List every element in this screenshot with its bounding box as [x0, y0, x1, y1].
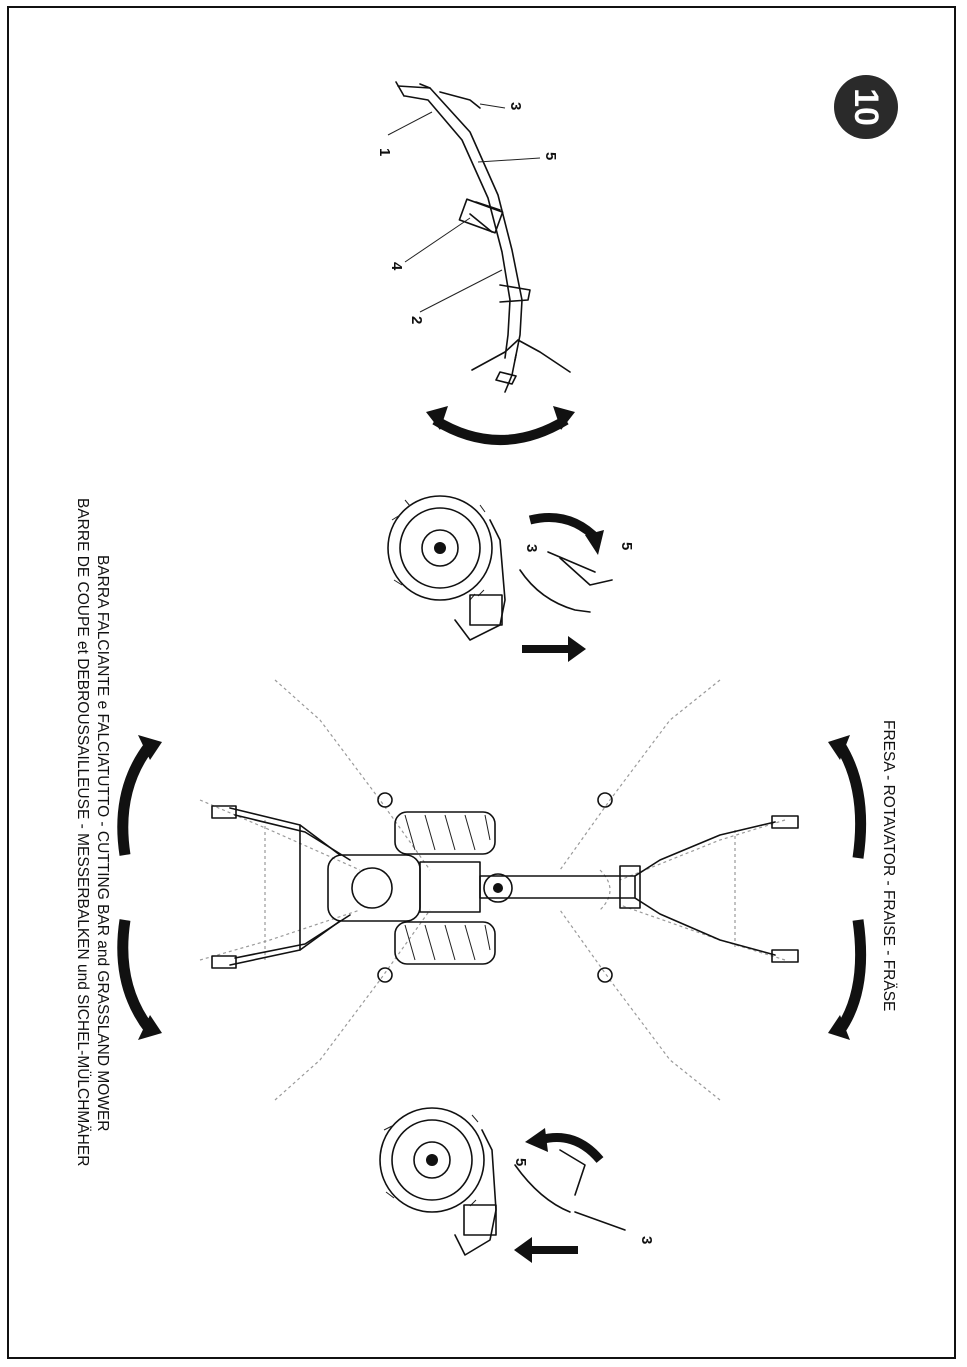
- push-arrow-bottom: [514, 1237, 578, 1263]
- detail-bottom-callout-3: 3: [638, 1236, 655, 1244]
- detail-top-callout-3: 3: [523, 544, 540, 552]
- callout-2: 2: [408, 316, 425, 324]
- callout-5: 5: [542, 152, 559, 160]
- wheel-detail-top: [387, 495, 613, 641]
- figure-number: 10: [847, 88, 885, 126]
- rotation-arrow-detail-bottom: [525, 1128, 604, 1163]
- push-arrow-top: [522, 636, 586, 662]
- rotation-arrow-top: [426, 406, 575, 445]
- tiller-top-view: [199, 679, 799, 1101]
- wheel-detail-bottom: [379, 1107, 626, 1256]
- detail-bottom-callout-5: 5: [512, 1158, 529, 1166]
- callout-1: 1: [376, 148, 393, 156]
- handlebar-assembly: 1 2 3 4 5: [376, 81, 571, 393]
- caption-rotavator: FRESA - ROTAVATOR - FRAISE - FRÄSE: [880, 720, 897, 1011]
- callout-4: 4: [388, 262, 405, 271]
- page-frame: [7, 6, 956, 1359]
- callout-3: 3: [507, 102, 524, 110]
- caption-cutting-bar: BARRA FALCIANTE e FALCIATUTTO - CUTTING …: [94, 555, 111, 1131]
- figure-number-badge: 10: [834, 75, 898, 139]
- swing-arrows-right: [828, 735, 867, 1040]
- caption-barre-de-coupe: BARRE DE COUPE et DEBROUSSAILLEUSE - MES…: [74, 498, 92, 1166]
- rotation-arrow-detail-top: [528, 513, 604, 555]
- swing-arrows-left: [117, 735, 162, 1040]
- detail-top-callout-5: 5: [618, 542, 635, 550]
